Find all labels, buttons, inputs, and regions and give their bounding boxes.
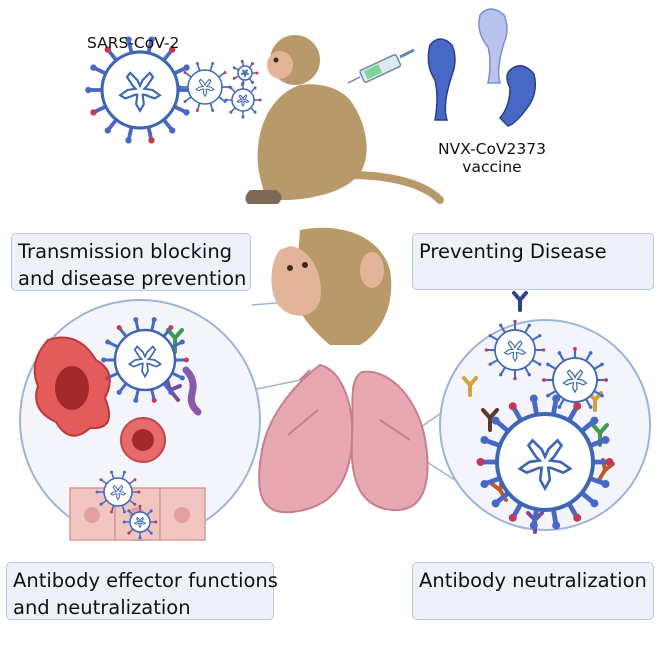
virus-label: SARS-CoV-2 [87, 34, 180, 52]
neutrophil-nucleus [132, 429, 154, 451]
virus-particle [122, 504, 158, 540]
virus-particle [232, 59, 259, 87]
monkey-full-body [245, 35, 444, 204]
transmission-box-line2: and disease prevention [18, 267, 247, 290]
virus-particle [178, 61, 232, 113]
effector-box-line1: Antibody effector functions [13, 569, 278, 592]
effector-box: Antibody effector functions and neutrali… [6, 562, 278, 620]
effector-box-line2: and neutralization [13, 596, 191, 619]
vaccine-spike-proteins [427, 8, 537, 127]
preventing-disease-box: Preventing Disease [412, 233, 654, 290]
virus-particle [542, 347, 608, 413]
virus-particle [85, 36, 195, 144]
vaccine-label: NVX-CoV2373 vaccine [417, 140, 567, 176]
virus-particle [101, 317, 189, 403]
virus-particle [224, 81, 262, 119]
lungs [258, 363, 429, 514]
fc-receptor [182, 366, 202, 416]
syringe [347, 48, 415, 84]
transmission-box: Transmission blocking and disease preven… [11, 233, 251, 291]
macrophage-nucleus [55, 366, 89, 410]
epithelial-cells [69, 487, 206, 541]
virus-particle [484, 319, 546, 381]
vaccine-label-line1: NVX-CoV2373 [438, 140, 546, 158]
neutralization-box-line1: Antibody neutralization [419, 569, 647, 592]
preventing-disease-box-line1: Preventing Disease [419, 240, 607, 263]
monkey-head [271, 227, 392, 345]
vaccine-label-line2: vaccine [462, 158, 522, 176]
virus-particle [476, 394, 614, 530]
transmission-box-line1: Transmission blocking [18, 240, 233, 263]
neutralization-box: Antibody neutralization [412, 562, 654, 620]
virus-particle [95, 470, 141, 514]
